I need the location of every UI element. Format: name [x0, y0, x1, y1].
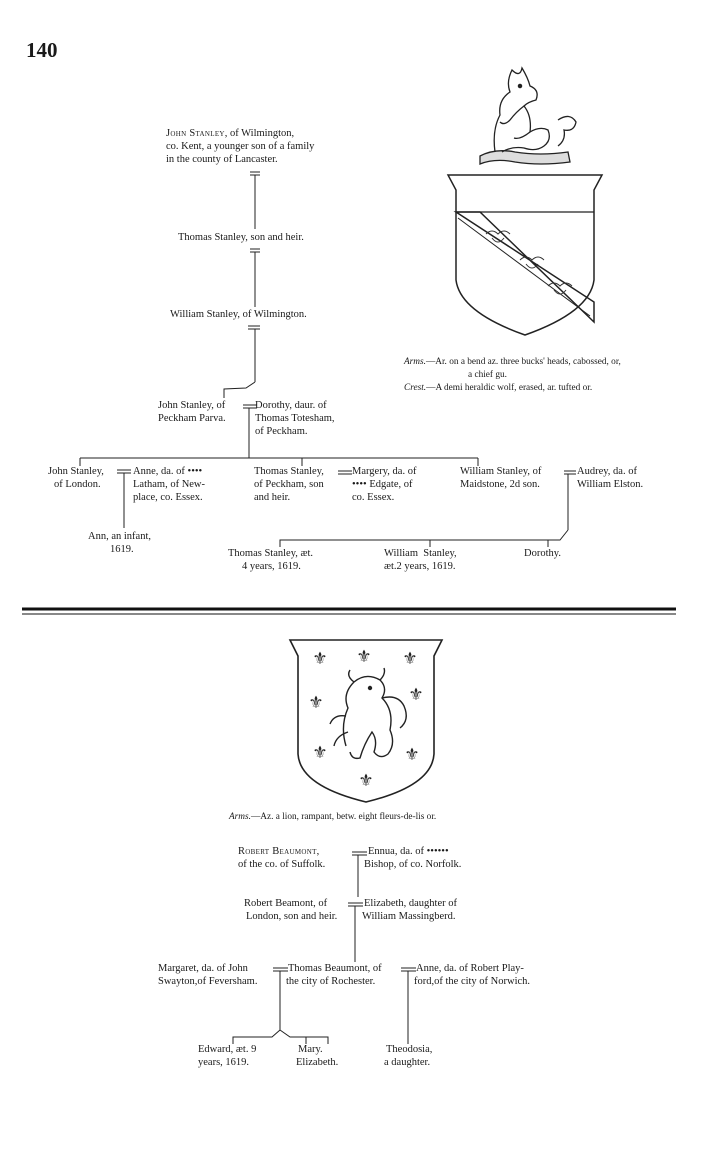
arms-label: Arms. [404, 357, 426, 367]
anne-latham-line2: Latham, of New- [133, 479, 205, 492]
john-stanley-london-line2: of London. [54, 479, 101, 492]
wolf-crest-icon [480, 68, 576, 164]
john-stanley-wilmington-line3: in the county of Lancaster. [166, 154, 278, 167]
crest-text: —A demi heraldic wolf, erased, ar. tufte… [426, 383, 592, 393]
dorothy-totesham-line3: of Peckham. [255, 426, 308, 439]
elizabeth-child: Elizabeth. [296, 1057, 338, 1070]
stanley-arms-caption: Arms.—Ar. on a bend az. three bucks' hea… [404, 357, 621, 369]
edward-line2: years, 1619. [198, 1057, 249, 1070]
stanley-shield-icon [448, 175, 602, 335]
john-stanley-peckham: John Stanley, of [158, 400, 225, 413]
dorothy-child: Dorothy. [524, 548, 561, 561]
thomas-stanley-4-years: Thomas Stanley, æt. [228, 548, 313, 561]
svg-text:⚜: ⚜ [312, 743, 327, 763]
john-stanley-peckham-line2: Peckham Parva. [158, 413, 226, 426]
beaumont-arms-label: Arms. [229, 812, 251, 822]
robert-beaumont: Robert Beaumont, [238, 846, 320, 859]
anne-latham: Anne, da. of •••• [133, 466, 202, 479]
stanley-crest-caption: Crest.—A demi heraldic wolf, erased, ar.… [404, 383, 592, 395]
svg-text:⚜: ⚜ [308, 693, 323, 713]
ann-infant: Ann, an infant, [88, 531, 151, 544]
elizabeth-massingberd: Elizabeth, daughter of [364, 898, 457, 911]
ennua-line2: Bishop, of co. Norfolk. [364, 859, 461, 872]
robert-beamont: Robert Beamont, of [244, 898, 327, 911]
thomas-stanley-peckham: Thomas Stanley, [254, 466, 324, 479]
ennua: Ennua, da. of •••••• [368, 846, 449, 859]
svg-text:⚜: ⚜ [402, 649, 417, 669]
william-stanley-2-years-line2: æt.2 years, 1619. [384, 561, 455, 574]
thomas-beaumont-line2: the city of Rochester. [286, 976, 375, 989]
anne-latham-line3: place, co. Essex. [133, 492, 203, 505]
margery-edgate-line2: •••• Edgate, of [352, 479, 412, 492]
mary: Mary. [298, 1044, 323, 1057]
john-stanley-london: John Stanley, [48, 466, 104, 479]
william-stanley-2-years: William Stanley, [384, 548, 457, 561]
thomas-stanley-peckham-line2: of Peckham, son [254, 479, 324, 492]
dorothy-totesham: Dorothy, daur. of [255, 400, 327, 413]
arms-text: —Ar. on a bend az. three bucks' heads, c… [426, 357, 621, 367]
edward: Edward, æt. 9 [198, 1044, 256, 1057]
thomas-stanley-4-years-line2: 4 years, 1619. [242, 561, 301, 574]
robert-beaumont-line2: of the co. of Suffolk. [238, 859, 325, 872]
theodosia-line2: a daughter. [384, 1057, 430, 1070]
william-stanley-wilmington: William Stanley, of Wilmington. [170, 309, 307, 322]
john-stanley-wilmington: John Stanley, of Wilmington, [166, 128, 294, 141]
thomas-stanley-peckham-line3: and heir. [254, 492, 290, 505]
stanley-crest-and-shield [440, 60, 610, 340]
ann-infant-line2: 1619. [110, 544, 134, 557]
anne-playford-line2: ford,of the city of Norwich. [414, 976, 530, 989]
svg-text:⚜: ⚜ [404, 745, 419, 765]
dorothy-totesham-line2: Thomas Totesham, [255, 413, 335, 426]
svg-text:⚜: ⚜ [312, 649, 327, 669]
beaumont-shield-icon: ⚜ ⚜ ⚜ ⚜ ⚜ ⚜ ⚜ ⚜ [286, 636, 446, 806]
robert-beamont-line2: London, son and heir. [246, 911, 337, 924]
margaret-swayton-line2: Swayton,of Feversham. [158, 976, 257, 989]
thomas-beaumont: Thomas Beaumont, of [288, 963, 382, 976]
margery-edgate: Margery, da. of [352, 466, 416, 479]
margaret-swayton: Margaret, da. of John [158, 963, 248, 976]
audrey-elston-line2: William Elston. [577, 479, 643, 492]
crest-label: Crest. [404, 383, 426, 393]
stanley-arms-caption-2: a chief gu. [468, 370, 507, 382]
svg-text:⚜: ⚜ [408, 685, 423, 705]
john-stanley-wilmington-line2: co. Kent, a younger son of a family [166, 141, 314, 154]
william-stanley-maidstone: William Stanley, of [460, 466, 541, 479]
beaumont-arms-text: —Az. a lion, rampant, betw. eight fleurs… [251, 812, 436, 822]
theodosia: Theodosia, [386, 1044, 432, 1057]
beaumont-arms-caption: Arms.—Az. a lion, rampant, betw. eight f… [229, 812, 436, 824]
margery-edgate-line3: co. Essex. [352, 492, 394, 505]
svg-text:⚜: ⚜ [358, 771, 373, 791]
audrey-elston: Audrey, da. of [577, 466, 637, 479]
elizabeth-massingberd-line2: William Massingberd. [362, 911, 455, 924]
thomas-stanley-son-heir: Thomas Stanley, son and heir. [178, 232, 304, 245]
william-stanley-maidstone-line2: Maidstone, 2d son. [460, 479, 540, 492]
svg-text:⚜: ⚜ [356, 647, 371, 667]
anne-playford: Anne, da. of Robert Play- [416, 963, 524, 976]
